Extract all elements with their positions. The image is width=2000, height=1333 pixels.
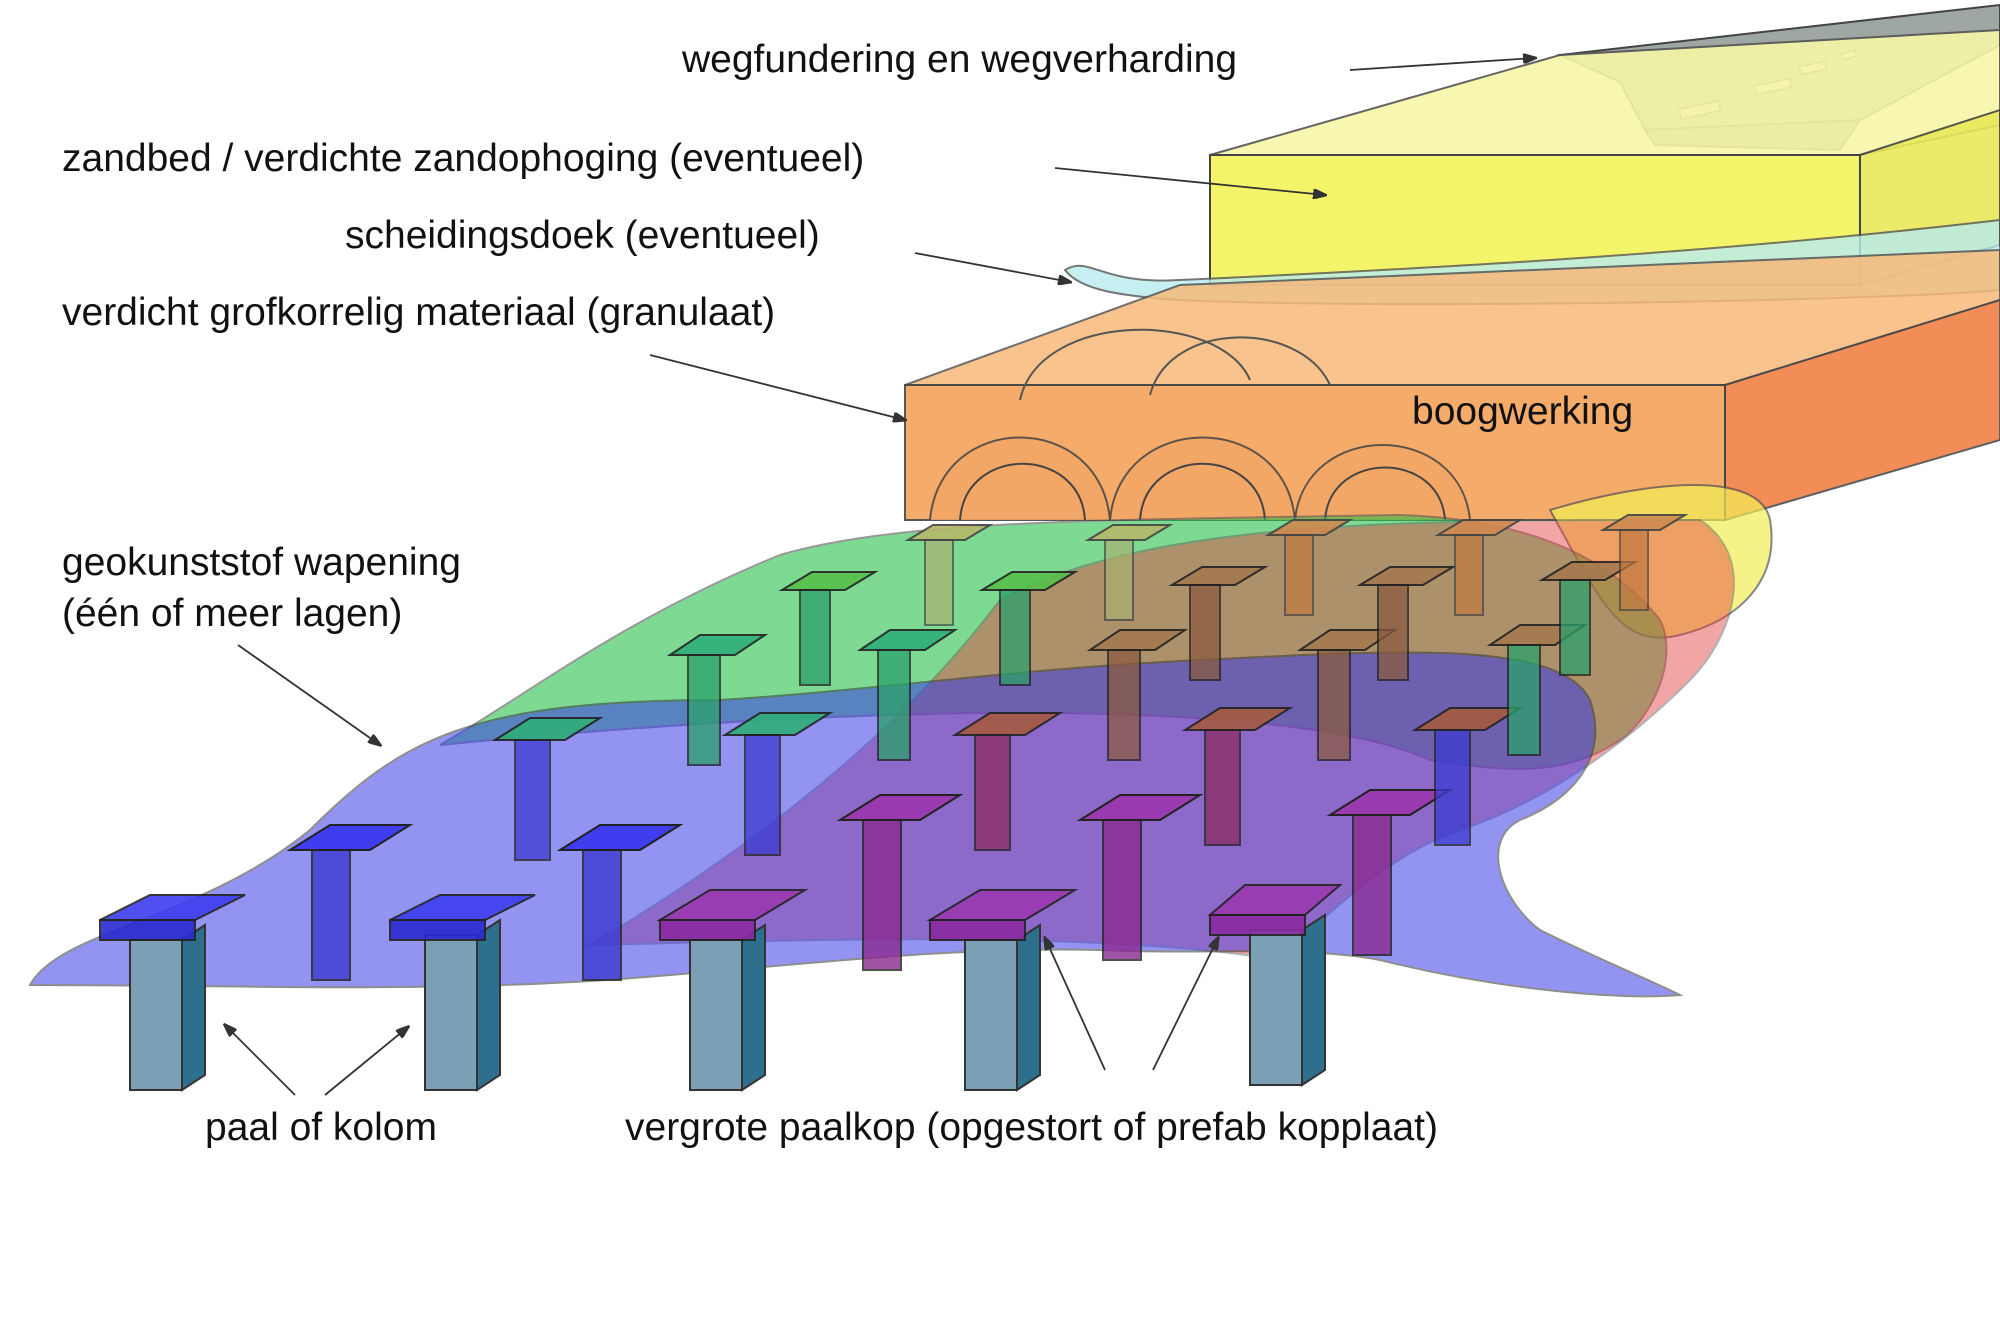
label-pile: paal of kolom [205,1106,437,1149]
label-geosynthetic-line2: (één of meer lagen) [62,592,402,635]
arrow-pile-cap-left [1045,938,1106,1071]
column [1326,789,1454,956]
arch-inner [959,462,1086,521]
pile [129,923,206,1092]
column [1296,629,1399,761]
pile-caps [99,514,1689,981]
column [836,794,964,971]
piles-front-row [129,913,1326,1092]
column [1264,519,1354,616]
pile-cap [99,894,246,941]
pile [689,923,766,1092]
column [1411,707,1524,846]
arrow-pile-right [324,1027,408,1096]
labels: wegfundering en wegverharding zandbed / … [62,38,1633,1149]
sand-bed-top [1209,28,2000,156]
arch [929,436,1111,521]
arch-inner [1324,466,1446,521]
column [1599,514,1689,611]
column [491,717,604,861]
arch [1294,444,1471,521]
arch-inner [1139,462,1266,521]
pile [1249,913,1326,1087]
arrow-sand-bed [1054,167,1325,195]
pile-cap [1207,884,1343,936]
column [1434,519,1524,616]
column [666,634,769,766]
column [951,712,1064,851]
label-separation-cloth: scheidingsdoek (eventueel) [345,214,820,257]
label-geosynthetic-line1: geokunststof wapening [62,541,461,584]
sand-bed [1209,28,2000,287]
column [778,571,879,686]
label-granular: verdicht grofkorrelig materiaal (granula… [62,291,775,334]
column [1168,566,1269,681]
geo-sheet-blue [28,651,1684,998]
arrow-geosynthetic [237,644,380,745]
column [978,571,1079,686]
arch [1109,436,1296,521]
arch-back [1019,328,1251,401]
label-sand-bed: zandbed / verdichte zandophoging (eventu… [62,137,864,180]
arrow-pile-cap-right [1152,938,1218,1071]
column [556,824,684,981]
pile-cap [926,889,1079,941]
arrow-granular [649,354,905,420]
pile-cap [389,894,536,941]
label-road-layers: wegfundering en wegverharding [681,38,1237,81]
granular-side [1724,298,2000,522]
arrow-road-layers [1349,58,1535,71]
arrow-separation-cloth [914,252,1070,282]
column [856,629,959,761]
column [1076,794,1204,961]
granular-layer [904,248,2000,522]
column [286,824,414,981]
column [1356,566,1457,681]
column [1181,707,1294,846]
column [1086,629,1189,761]
leader-arrows [225,58,1535,1096]
pile [964,923,1041,1092]
pile [424,918,501,1092]
arch-back [1149,336,1331,396]
label-arching: boogwerking [1412,390,1633,433]
arrow-pile-left [225,1025,296,1096]
column [721,712,834,856]
column [1084,524,1174,621]
column [904,524,994,626]
label-pile-cap: vergrote paalkop (opgestort of prefab ko… [625,1106,1438,1149]
pile-cap [656,889,809,941]
